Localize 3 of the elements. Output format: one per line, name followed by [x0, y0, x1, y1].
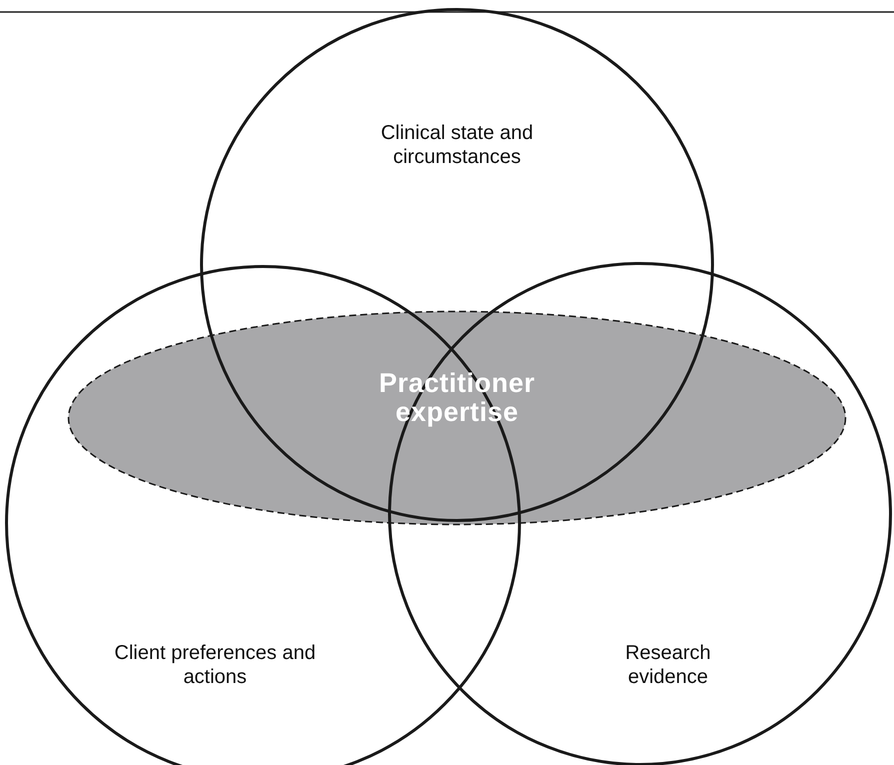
circle-label: Client preferences and actions: [113, 641, 317, 689]
circle-label: Research evidence: [624, 641, 712, 689]
circle-label: Clinical state and circumstances: [380, 121, 534, 169]
